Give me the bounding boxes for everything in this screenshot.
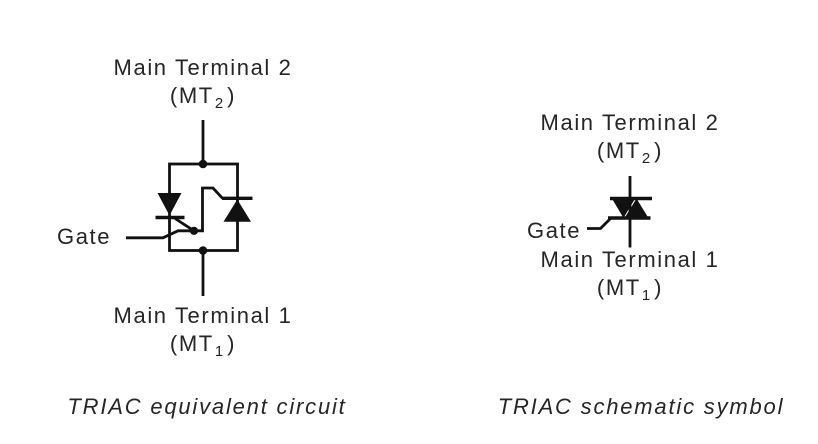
left-mt1-abbr-subscript: 1 xyxy=(214,343,225,361)
right-gate-lead-line xyxy=(587,217,612,230)
left-mt2-abbr-subscript: 2 xyxy=(214,95,225,113)
right-mt2-label: Main Terminal 2 (MT2) xyxy=(541,109,720,173)
scr2-gate-link-line xyxy=(194,186,224,233)
left-mt1-abbr-prefix: (MT xyxy=(169,331,214,356)
right-mt2-abbr-suffix: ) xyxy=(654,138,664,163)
right-mt1-label: Main Terminal 1 (MT1) xyxy=(541,246,720,310)
left-caption: TRIAC equivalent circuit xyxy=(67,394,347,419)
right-caption: TRIAC schematic symbol xyxy=(497,394,785,419)
right-mt2-abbr-prefix: (MT xyxy=(596,138,641,163)
right-mt1-abbr-subscript: 1 xyxy=(641,287,652,305)
left-mt2-abbr-prefix: (MT xyxy=(169,83,214,108)
triac-right-triangle xyxy=(625,198,648,217)
right-mt1-label-line1: Main Terminal 1 xyxy=(540,247,720,272)
right-mt1-abbr-prefix: (MT xyxy=(596,275,641,300)
scr1-triangle xyxy=(157,193,182,216)
left-mt2-abbr-suffix: ) xyxy=(227,83,237,108)
left-mt2-label: Main Terminal 2 (MT2) xyxy=(114,54,293,118)
scr2-triangle xyxy=(223,199,251,222)
left-gate-lead-line xyxy=(126,229,194,240)
left-mt2-label-abbr: (MT2) xyxy=(114,82,293,118)
triac-left-triangle xyxy=(612,199,635,218)
left-mt1-label-line1: Main Terminal 1 xyxy=(113,303,293,328)
left-top-node-dot xyxy=(198,159,208,169)
left-gate-label: Gate xyxy=(57,224,112,249)
left-mt1-label: Main Terminal 1 (MT1) xyxy=(114,302,293,366)
right-mt2-label-line1: Main Terminal 2 xyxy=(540,110,720,135)
right-mt2-label-abbr: (MT2) xyxy=(541,137,720,173)
left-mt1-abbr-suffix: ) xyxy=(227,331,237,356)
right-mt1-label-abbr: (MT1) xyxy=(541,274,720,310)
right-mt1-abbr-suffix: ) xyxy=(654,275,664,300)
right-gate-label: Gate xyxy=(527,218,582,243)
left-mt2-label-line1: Main Terminal 2 xyxy=(113,55,293,80)
left-mt1-label-abbr: (MT1) xyxy=(114,330,293,366)
right-mt2-abbr-subscript: 2 xyxy=(641,150,652,168)
